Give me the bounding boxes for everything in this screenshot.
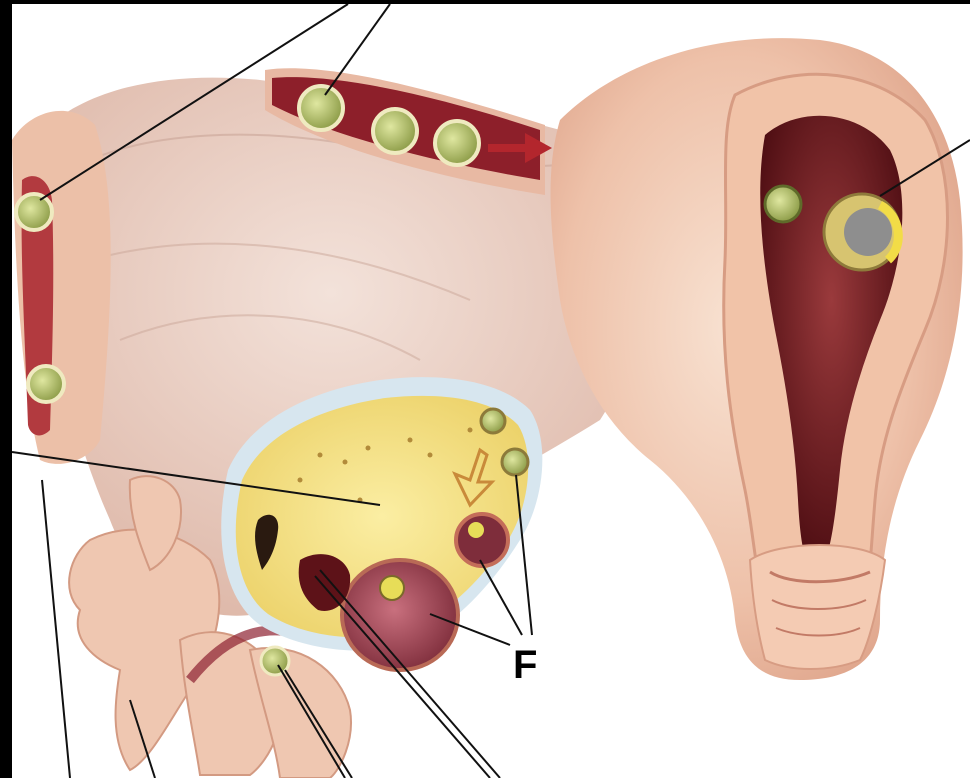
implanted-blastocyst bbox=[824, 194, 900, 270]
secondary-follicle bbox=[456, 514, 508, 566]
left-border bbox=[0, 0, 12, 778]
primordial-follicle bbox=[481, 409, 505, 433]
zygote-2 bbox=[373, 109, 417, 153]
morula-in-cavity bbox=[765, 186, 801, 222]
fertilized-ovum bbox=[16, 194, 52, 230]
zygote-3 bbox=[435, 121, 479, 165]
ovum-in-tube bbox=[28, 366, 64, 402]
zygote-1 bbox=[299, 86, 343, 130]
cervix bbox=[750, 545, 885, 669]
top-border bbox=[0, 0, 970, 4]
primary-follicle bbox=[502, 449, 528, 475]
label-f: F bbox=[513, 645, 537, 685]
